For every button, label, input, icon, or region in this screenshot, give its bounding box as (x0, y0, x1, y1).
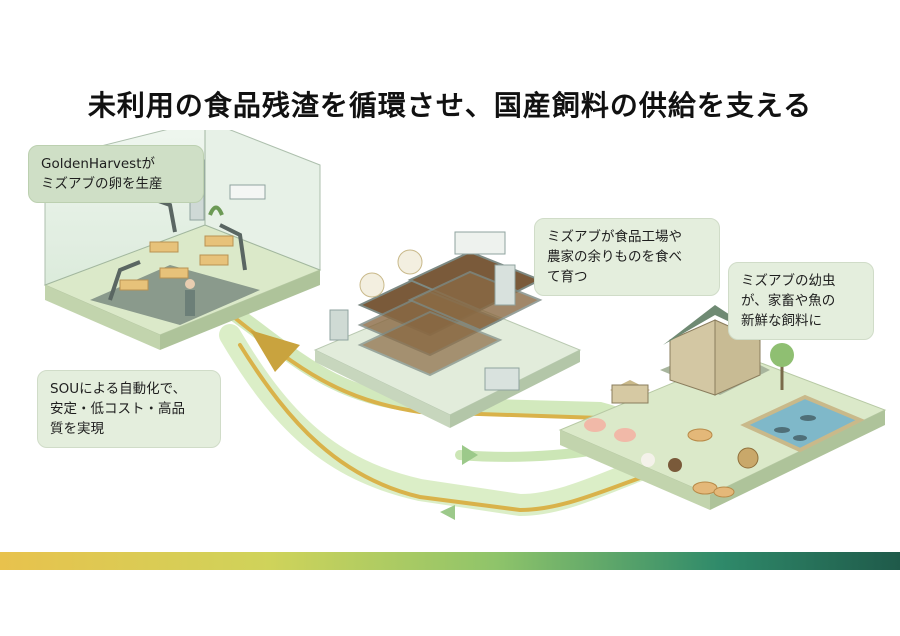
callout-line: GoldenHarvestが (41, 156, 155, 172)
larvae (687, 428, 735, 498)
flow-path-lower (219, 324, 651, 517)
callout-line: SOUによる自動化で、 (50, 381, 187, 397)
flow-path-lower-gold (238, 343, 642, 513)
bottom-gradient-bar (0, 552, 900, 570)
farm-and-fishery (558, 305, 887, 510)
pigs (584, 418, 636, 442)
callout-line: ミズアブが食品工場や (547, 229, 682, 245)
flow-arrow-icon (250, 330, 300, 372)
callout-line: ミズアブの卵を生産 (41, 176, 163, 192)
chickens (641, 453, 682, 472)
callout-line: 農家の余りものを食べ (547, 249, 682, 265)
callout-line: が、家畜や魚の (741, 293, 836, 309)
callout-line: 質を実現 (50, 421, 104, 437)
larvae-rearing-facility (313, 231, 582, 428)
callout-line: 安定・低コスト・高品 (50, 401, 185, 417)
callout-egg-production: GoldenHarvestが ミズアブの卵を生産 (28, 145, 204, 203)
callout-line: ミズアブの幼虫 (741, 273, 836, 289)
callout-line: 新鮮な飼料に (741, 313, 822, 329)
rearing-racks (357, 250, 543, 377)
callout-larvae-rearing: ミズアブが食品工場や 農家の余りものを食べ て育つ (534, 218, 720, 296)
callout-line: て育つ (547, 269, 588, 285)
page-title: 未利用の食品残渣を循環させ、国産飼料の供給を支える (87, 89, 813, 122)
callout-feed: ミズアブの幼虫 が、家畜や魚の 新鮮な飼料に (728, 262, 874, 340)
fish (774, 415, 816, 441)
flow-arrow-small-icon (462, 445, 478, 465)
flow-arrow-small-icon (440, 505, 455, 520)
egg-trays (119, 235, 234, 291)
callout-automation: SOUによる自動化で、 安定・低コスト・高品 質を実現 (37, 370, 221, 448)
